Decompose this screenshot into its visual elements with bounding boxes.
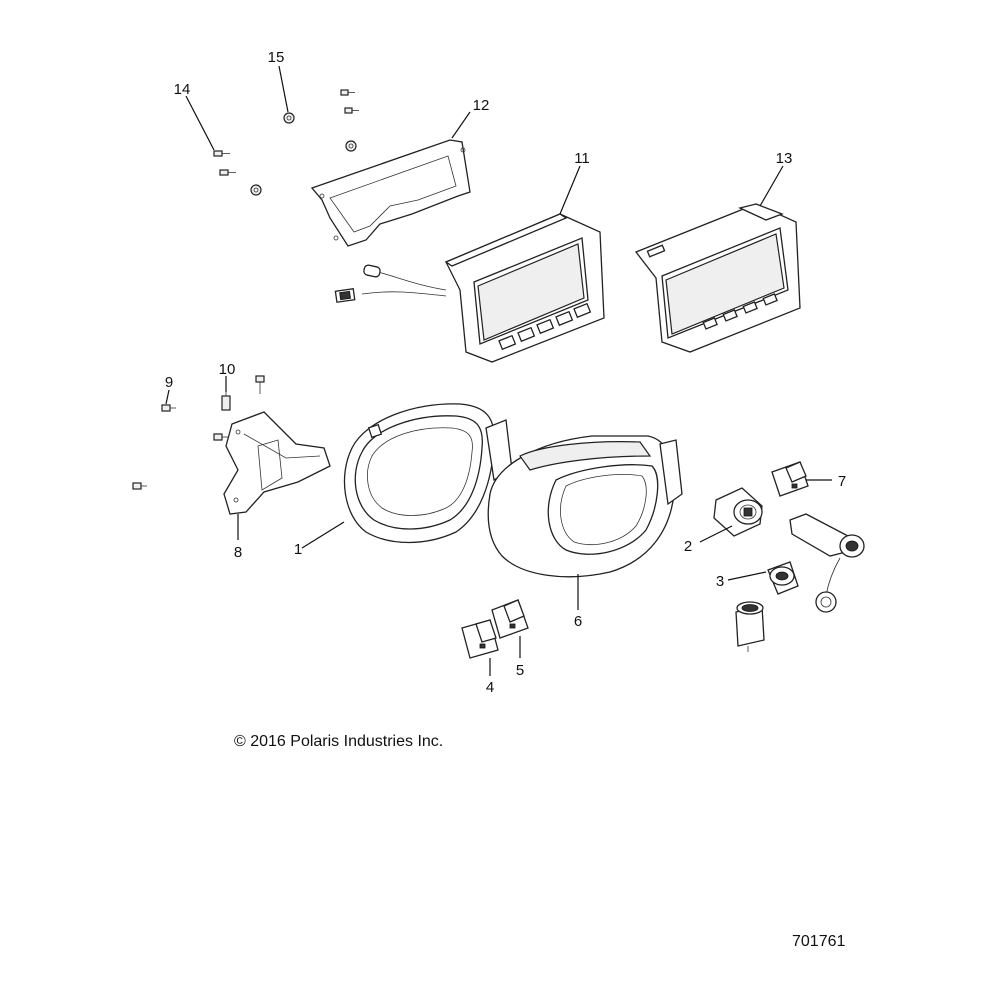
callout-14: 14	[174, 81, 191, 98]
callout-11: 11	[574, 150, 590, 167]
power-port-with-cap	[789, 513, 865, 613]
callout-4: 4	[486, 679, 494, 696]
screw-14a	[213, 150, 230, 157]
callout-7: 7	[838, 473, 846, 490]
leader-13	[759, 165, 784, 207]
fasteners-top	[213, 89, 359, 196]
display-11-harness	[334, 264, 447, 303]
part-4-rocker	[461, 619, 499, 659]
part-12-bracket	[310, 139, 471, 247]
screw-10c	[213, 433, 228, 441]
diagram-number: 701761	[792, 933, 846, 950]
part-6-housing	[487, 435, 683, 578]
part-1-bezel	[343, 403, 513, 544]
nut-15	[283, 112, 295, 124]
callout-labels: 1 2 3 4 5 6 7 8 9 10 11 12 13 14 15	[165, 49, 846, 696]
screw-15a	[340, 89, 355, 96]
callout-8: 8	[234, 544, 242, 561]
leader-12	[451, 111, 471, 139]
callout-12: 12	[473, 97, 490, 114]
part-5-rocker	[491, 599, 529, 639]
screw-10d	[132, 482, 147, 490]
leader-2	[699, 525, 733, 543]
callout-5: 5	[516, 662, 524, 679]
leader-9	[165, 389, 170, 405]
part-11-display	[334, 213, 605, 363]
leader-3	[727, 571, 767, 581]
screw-9	[161, 404, 176, 412]
part-8-bracket	[223, 411, 331, 515]
screw-14b	[219, 169, 236, 176]
part-3-socket	[735, 561, 799, 652]
nut-15c	[345, 140, 357, 152]
display-13-buttons	[702, 293, 778, 330]
part-13-display	[634, 203, 801, 353]
screw-15b	[344, 107, 359, 114]
display-11-buttons	[498, 302, 592, 351]
leader-14	[185, 95, 215, 151]
copyright-notice: © 2016 Polaris Industries Inc.	[234, 733, 444, 750]
callout-9: 9	[165, 374, 173, 391]
callout-3: 3	[716, 573, 724, 590]
callout-10: 10	[219, 361, 236, 378]
leader-lines	[165, 65, 832, 676]
leader-11	[559, 165, 581, 215]
part-7-rocker	[771, 461, 809, 497]
callout-1: 1	[294, 541, 302, 558]
leader-1	[301, 521, 345, 549]
bolt-10b	[255, 375, 265, 394]
callout-15: 15	[268, 49, 285, 66]
callout-13: 13	[776, 150, 793, 167]
leader-15	[278, 65, 289, 113]
callout-2: 2	[684, 538, 692, 555]
part-2-switch	[713, 487, 763, 537]
nut-14c	[250, 184, 262, 196]
callout-6: 6	[574, 613, 582, 630]
